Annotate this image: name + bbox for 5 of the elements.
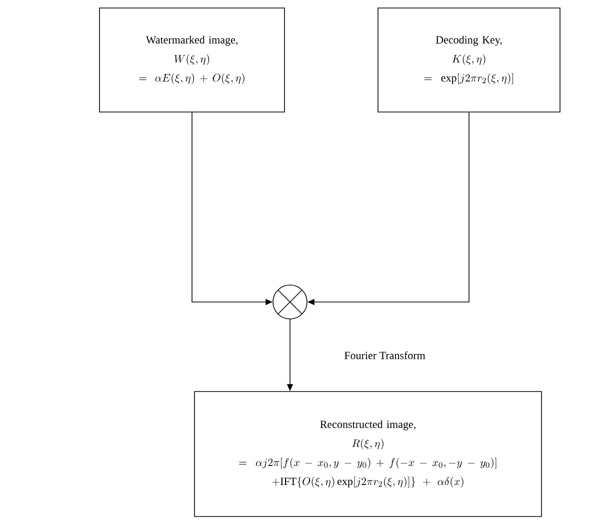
text-box: Decoding Key, $K(\xi,\eta)$ $=\exp[j2\pi r_2(\xi,\eta)]$ [378,8,560,112]
multiplier-circle [272,284,308,320]
edge-label: Fourier Transform [344,351,426,360]
text-box: Reconstructed image, $R(\xi,\eta)$ $=\alpha j2\pi[f(x-x_0,y-y_0)+f(-x-x_0,-y-y_0)]$ $+\mathrm{IFT}\{O(\xi,\eta)\exp[j2\pi r_2(\xi,\eta)]\}+\alpha\delta(x)$ [194,391,542,517]
text-box: Watermarked image, $W(\xi,\eta)$ $=\alpha E(\xi,\eta)+O(\xi,\eta)$ [99,8,285,112]
